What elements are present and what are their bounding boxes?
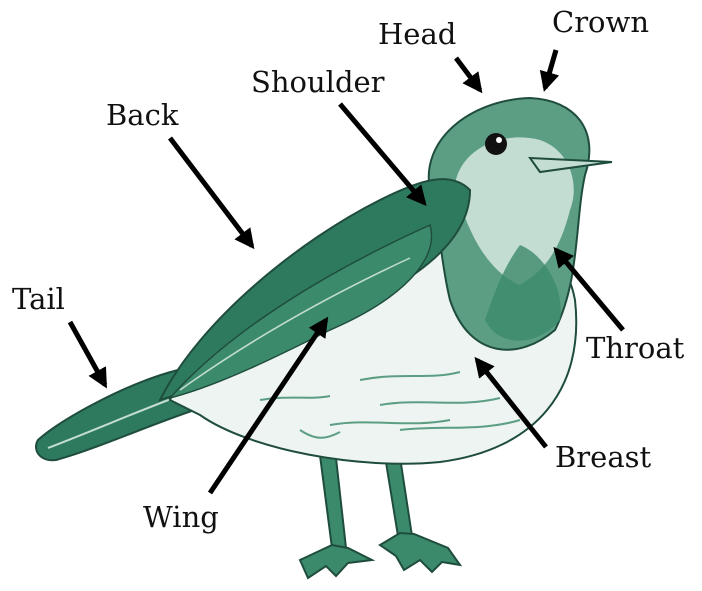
label-tail: Tail [12, 285, 65, 314]
label-throat: Throat [586, 334, 684, 363]
label-crown: Crown [552, 8, 649, 37]
label-wing: Wing [143, 503, 219, 532]
label-shoulder: Shoulder [251, 68, 385, 97]
shoulder-arrow [340, 104, 424, 203]
bird-eye [485, 133, 507, 155]
label-head: Head [378, 20, 456, 49]
label-breast: Breast [555, 443, 651, 472]
label-back: Back [106, 101, 178, 130]
back-arrow [170, 138, 252, 246]
crown-arrow [545, 50, 556, 88]
tail-arrow [70, 322, 105, 385]
head-arrow [456, 58, 480, 90]
